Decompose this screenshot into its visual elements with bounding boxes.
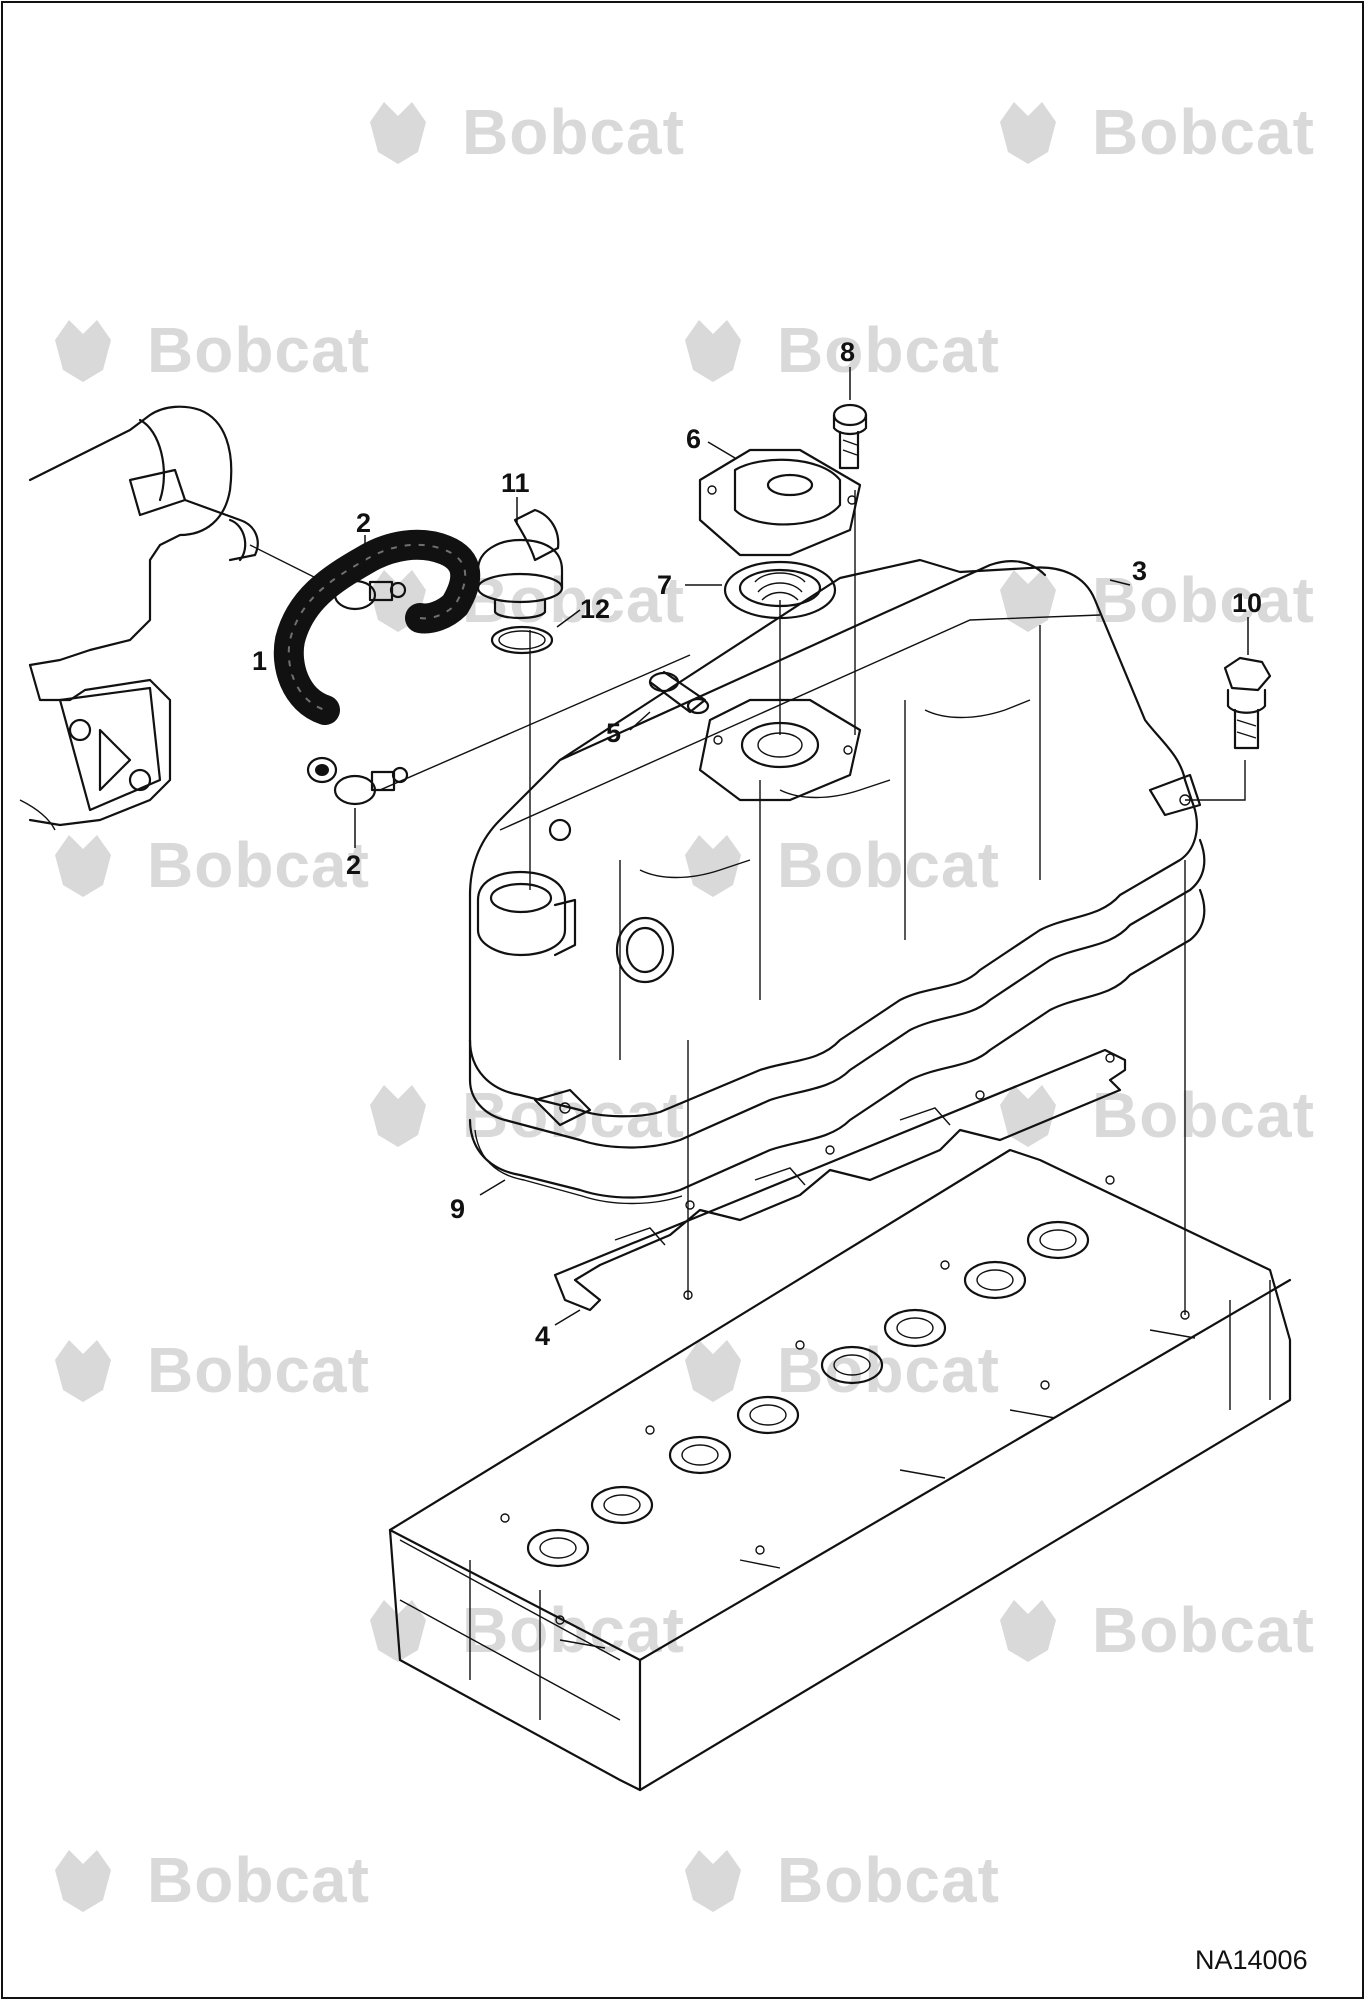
callout-6: 6 bbox=[686, 424, 701, 454]
watermark-text: Bobcat bbox=[147, 1334, 370, 1406]
callout-2-lower: 2 bbox=[346, 850, 361, 880]
callout-11: 11 bbox=[501, 468, 530, 498]
cylinder-head bbox=[388, 1148, 1292, 1792]
valve-cover-gasket bbox=[468, 888, 1206, 1205]
watermark-5: Bobcat bbox=[1000, 564, 1315, 636]
hose-1 bbox=[273, 529, 481, 784]
callout-7: 7 bbox=[657, 570, 672, 600]
watermark-12: Bobcat bbox=[685, 1334, 1000, 1406]
alignment-lines bbox=[249, 490, 1246, 1315]
watermark-text: Bobcat bbox=[777, 1844, 1000, 1916]
watermark-text: Bobcat bbox=[1092, 564, 1315, 636]
clamp-lower bbox=[333, 766, 409, 806]
valve-cover bbox=[468, 558, 1206, 1149]
callout-1: 1 bbox=[252, 646, 267, 676]
watermark-14: Bobcat bbox=[1000, 1594, 1315, 1666]
watermark-text: Bobcat bbox=[1092, 1079, 1315, 1151]
head-bolt-holes bbox=[500, 1175, 1190, 1625]
oil-filler-cap bbox=[476, 508, 564, 620]
figure-id: NA14006 bbox=[1195, 1945, 1308, 1975]
watermark-text: Bobcat bbox=[462, 1594, 685, 1666]
diaphragm-spring bbox=[723, 560, 837, 620]
watermark-3: Bobcat bbox=[55, 314, 370, 386]
intake-manifold bbox=[19, 405, 259, 831]
gasket-plate bbox=[553, 1048, 1127, 1312]
watermark-7: Bobcat bbox=[55, 829, 370, 901]
breather-cover bbox=[698, 448, 862, 557]
o-ring bbox=[490, 625, 554, 655]
callout-8: 8 bbox=[840, 337, 855, 367]
watermark-text: Bobcat bbox=[147, 829, 370, 901]
callout-5: 5 bbox=[606, 718, 621, 748]
watermark-10: Bobcat bbox=[1000, 1079, 1315, 1151]
watermark-2: Bobcat bbox=[1000, 96, 1315, 168]
watermark-8: Bobcat bbox=[685, 829, 1000, 901]
callout-10: 10 bbox=[1232, 588, 1262, 618]
watermark-13: Bobcat bbox=[370, 1594, 685, 1666]
watermark-16: Bobcat bbox=[685, 1844, 1000, 1916]
bolt-10 bbox=[1223, 656, 1272, 750]
watermark-1: Bobcat bbox=[370, 96, 685, 168]
watermark-11: Bobcat bbox=[55, 1334, 370, 1406]
watermark-text: Bobcat bbox=[147, 1844, 370, 1916]
watermark-4: Bobcat bbox=[685, 314, 1000, 386]
callout-2-upper: 2 bbox=[356, 508, 371, 538]
screw-8 bbox=[832, 403, 868, 470]
watermark-text: Bobcat bbox=[1092, 1594, 1315, 1666]
callout-4: 4 bbox=[535, 1321, 550, 1351]
valve-seat-row-1 bbox=[526, 1220, 1090, 1568]
callout-12: 12 bbox=[580, 594, 610, 624]
callouts: 1 2 2 3 4 5 6 7 8 9 10 11 12 bbox=[252, 337, 1262, 1351]
callout-9: 9 bbox=[450, 1194, 465, 1224]
callout-3: 3 bbox=[1132, 556, 1147, 586]
watermark-text: Bobcat bbox=[777, 829, 1000, 901]
watermark-text: Bobcat bbox=[777, 1334, 1000, 1406]
watermark-layer: Bobcat Bobcat Bobcat Bobcat Bobcat Bobca… bbox=[55, 96, 1315, 1916]
watermark-text: Bobcat bbox=[777, 314, 1000, 386]
watermark-text: Bobcat bbox=[147, 314, 370, 386]
watermark-text: Bobcat bbox=[462, 96, 685, 168]
watermark-text: Bobcat bbox=[1092, 96, 1315, 168]
watermark-15: Bobcat bbox=[55, 1844, 370, 1916]
clamp-upper bbox=[333, 579, 407, 611]
